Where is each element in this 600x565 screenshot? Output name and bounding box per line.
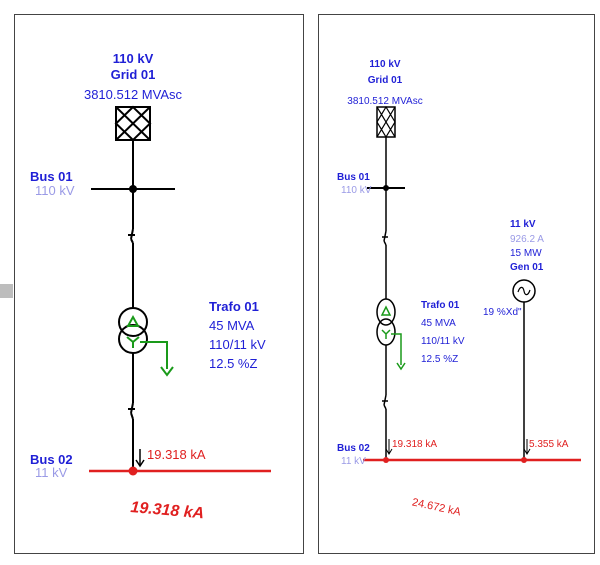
bus02-name: Bus 02 <box>30 452 73 467</box>
diagram-panel-right: 110 kV Grid 01 3810.512 MVAsc Bus 01 110… <box>318 14 595 554</box>
one-line-diagram-left: 110 kV Grid 01 3810.512 MVAsc Bus 01 110… <box>30 51 271 522</box>
trafo-mva: 45 MVA <box>209 318 255 333</box>
gen-xd: 19 %Xd" <box>483 307 522 318</box>
trafo-mva: 45 MVA <box>421 318 456 329</box>
earthing-icon <box>140 341 174 377</box>
transformer-icon[interactable] <box>376 298 396 346</box>
grid-name: Grid 01 <box>111 67 156 82</box>
gen-kv: 11 kV <box>510 219 536 230</box>
bus02-kv: 11 kV <box>35 465 68 480</box>
grid-name: Grid 01 <box>368 75 403 86</box>
trafo-z: 12.5 %Z <box>209 356 257 371</box>
bus02-name: Bus 02 <box>337 443 370 454</box>
grid-kv: 110 kV <box>369 59 400 70</box>
gen-amps: 926.2 A <box>510 234 544 245</box>
diagram-panel-left: 110 kV Grid 01 3810.512 MVAsc Bus 01 110… <box>14 14 304 554</box>
fault-arrow-icon <box>385 439 393 455</box>
switch-lower[interactable] <box>382 394 388 406</box>
bus01-name: Bus 01 <box>30 169 73 184</box>
side-tab <box>0 284 13 298</box>
bus01-kv: 110 kV <box>35 183 75 198</box>
generator-icon[interactable] <box>512 279 536 303</box>
gen-mw: 15 MW <box>510 248 542 259</box>
switch-lower[interactable] <box>128 402 135 414</box>
bus01-name: Bus 01 <box>337 172 370 183</box>
grid-icon[interactable] <box>114 105 152 142</box>
grid-icon[interactable] <box>376 105 396 139</box>
bus02-kv: 11 kV <box>341 456 366 467</box>
trafo-name: Trafo 01 <box>209 299 259 314</box>
trafo-name: Trafo 01 <box>421 300 460 311</box>
transformer-icon[interactable] <box>118 307 148 354</box>
trafo-ratio: 110/11 kV <box>421 336 465 347</box>
trafo-z: 12.5 %Z <box>421 354 458 365</box>
gen-name: Gen 01 <box>510 262 544 273</box>
fault-total: 24.672 kA <box>411 496 463 518</box>
earthing-icon <box>391 333 406 371</box>
fault-gen-label: 5.355 kA <box>529 439 569 450</box>
fault-trafo-label: 19.318 kA <box>392 439 437 450</box>
grid-sc: 3810.512 MVAsc <box>347 96 422 107</box>
fault-total: 19.318 kA <box>130 499 205 522</box>
switch-upper[interactable] <box>382 230 388 242</box>
fault-current-label: 19.318 kA <box>147 447 206 462</box>
one-line-diagram-right: 110 kV Grid 01 3810.512 MVAsc Bus 01 110… <box>337 59 581 519</box>
fault-arrow-icon <box>135 449 145 468</box>
grid-sc: 3810.512 MVAsc <box>84 87 183 102</box>
trafo-ratio: 110/11 kV <box>209 337 266 352</box>
bus01-kv: 110 kV <box>341 185 372 196</box>
fault-arrow-icon <box>523 439 531 455</box>
grid-kv: 110 kV <box>113 51 154 66</box>
switch-upper[interactable] <box>128 228 135 240</box>
